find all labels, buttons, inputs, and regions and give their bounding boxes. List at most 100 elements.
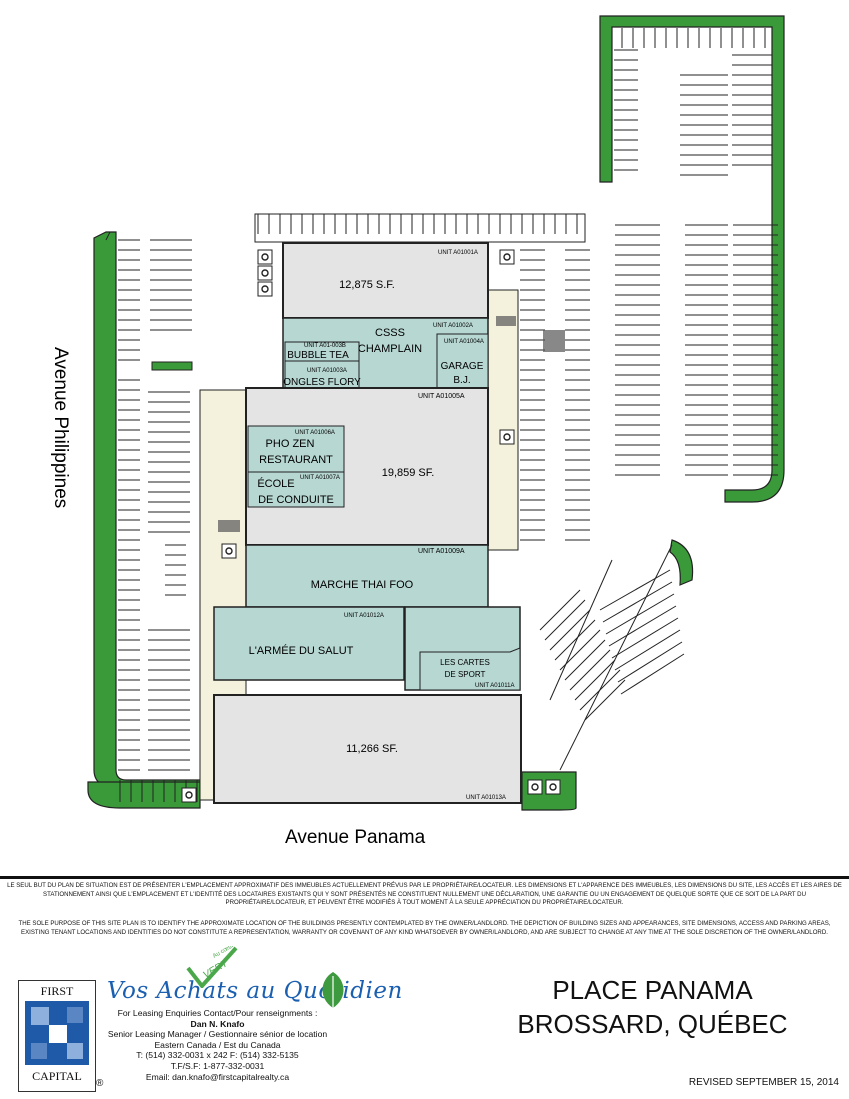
logo-text-bottom: CAPITAL: [32, 1069, 82, 1083]
parking-stalls: [105, 28, 778, 802]
parking-stall-line: [620, 653, 685, 695]
unit-area: 19,859 SF.: [382, 467, 435, 479]
leasing-contact: For Leasing Enquiries Contact/Pour rense…: [100, 1008, 335, 1082]
registered-mark: ®: [96, 1078, 104, 1089]
building-a01003a: [284, 360, 360, 389]
west-landscape-strip: [93, 231, 209, 791]
unit-id: UNIT A01003A: [307, 368, 347, 374]
unit-id: UNIT A01002A: [433, 323, 473, 329]
unit-id: UNIT A01009A: [418, 548, 465, 555]
parking-stall-line: [605, 593, 675, 635]
parking-stall-line: [602, 581, 673, 623]
building-a01007a: [247, 471, 345, 508]
building-a01006a: [247, 425, 345, 473]
wheelchair-icon: [549, 783, 557, 791]
parking-stall-line: [549, 559, 613, 701]
disclaimer-english: THE SOLE PURPOSE OF THIS SITE PLAN IS TO…: [18, 920, 831, 936]
contact-role: Senior Leasing Manager / Gestionnaire sé…: [107, 1029, 328, 1040]
east-landscape-strip: [669, 539, 694, 586]
contact-name: Dan N. Knafo: [190, 1018, 245, 1029]
brand-slogan: Vos Achats au Quotidien: [107, 978, 403, 1004]
contact-phone: T: (514) 332-0031 x 242 F: (514) 332-513…: [136, 1050, 299, 1061]
parking-stall-line: [608, 605, 677, 647]
wheelchair-icon: [503, 433, 511, 441]
property-name: PLACE PANAMA: [552, 975, 753, 1005]
accessible-parking-icon: [181, 787, 197, 803]
northeast-landscape-strip: [599, 15, 785, 503]
wheelchair-icon: [261, 269, 269, 277]
contact-region: Eastern Canada / Est du Canada: [154, 1039, 281, 1050]
parking-stall-line: [574, 659, 616, 701]
parking-stall-line: [549, 609, 591, 651]
contact-email[interactable]: Email: dan.knafo@firstcapitalrealty.ca: [145, 1071, 290, 1082]
site-plan-map: Avenue Philippines Avenue Panama UNIT A0…: [50, 15, 785, 848]
north-sidewalk: [254, 213, 586, 243]
unit-id: UNIT A01004A: [444, 339, 484, 345]
wheelchair-icon: [185, 791, 193, 799]
southwest-landscape-strip: [87, 781, 201, 809]
street-avenue-philippines: Avenue Philippines: [50, 347, 71, 508]
tenant-name: DE CONDUITE: [258, 494, 334, 506]
leaf-icon: [322, 972, 344, 1008]
parking-stall-line: [544, 599, 586, 641]
unit-id: UNIT A01006A: [295, 430, 335, 436]
tenant-name: CHAMPLAIN: [358, 343, 422, 355]
parking-stall-line: [554, 619, 596, 661]
unit-id: UNIT A01-003B: [304, 343, 346, 349]
island-landscape-strip: [151, 361, 193, 371]
accessible-parking-icon: [499, 249, 515, 265]
tenant-name: ÉCOLE: [257, 477, 294, 490]
tenant-name: ONGLES FLORY: [283, 377, 361, 388]
unit-labels: 12,875 S.F. CSSS CHAMPLAIN BUBBLE TEA ON…: [249, 279, 490, 755]
revised-date: REVISED SEPTEMBER 15, 2014: [688, 1077, 839, 1088]
parking-stall-line: [559, 544, 673, 771]
parking-stall-line: [617, 641, 683, 683]
unit-id: UNIT A01011A: [475, 683, 514, 689]
parking-stall-line: [539, 589, 581, 631]
unit-id: UNIT A01013A: [466, 795, 506, 801]
parking-stall-line: [584, 679, 626, 721]
tenant-name: RESTAURANT: [259, 454, 333, 466]
tenant-name: B.J.: [453, 375, 470, 386]
unit-area: 12,875 S.F.: [339, 279, 395, 291]
service-hatch: [218, 520, 240, 532]
logo-text-top: FIRST: [40, 984, 74, 998]
accessible-parking-icon: [499, 429, 515, 445]
accessible-parking-icon: [527, 779, 543, 795]
tenant-name: MARCHE THAI FOO: [311, 579, 414, 591]
building-a01004a: [436, 333, 489, 391]
parking-stall-line: [569, 649, 611, 691]
building-a01011a: [419, 647, 521, 691]
first-capital-logo: FIRST CAPITAL: [18, 980, 96, 1092]
parking-stall-line: [599, 569, 671, 611]
wheelchair-icon: [261, 253, 269, 261]
parking-stall-line: [564, 639, 606, 681]
property-location: BROSSARD, QUÉBEC: [517, 1009, 788, 1039]
service-hatch: [496, 316, 516, 326]
accessible-parking-icon: [257, 281, 273, 297]
wheelchair-icon: [503, 253, 511, 261]
parking-stall-line: [105, 231, 111, 241]
wheelchair-icon: [261, 285, 269, 293]
street-avenue-panama: Avenue Panama: [285, 827, 426, 848]
parking-stall-line: [611, 617, 679, 659]
building-a01013a: [213, 694, 522, 804]
unit-area: 11,266 SF.: [346, 743, 398, 755]
unit-id: UNIT A01001A: [438, 250, 478, 256]
footer-divider: [0, 876, 849, 879]
disclaimer-french: LE SEUL BUT DU PLAN DE SITUATION EST DE …: [7, 882, 842, 907]
contact-intro: For Leasing Enquiries Contact/Pour rense…: [117, 1008, 318, 1018]
vert-badge: Au cœur VERT: [186, 946, 238, 988]
accessible-parking-icon: [545, 779, 561, 795]
accessible-parking-icons: [181, 249, 561, 803]
contact-tollfree: T.F/S.F: 1-877-332-0031: [170, 1060, 265, 1071]
tenant-name: CSSS: [375, 327, 405, 339]
tenant-name: DE SPORT: [445, 670, 486, 679]
wheelchair-icon: [225, 547, 233, 555]
unit-id: UNIT A01007A: [300, 475, 340, 481]
tenant-name: L'ARMÉE DU SALUT: [249, 644, 354, 657]
unit-id: UNIT A01005A: [418, 393, 465, 400]
tenant-name: BUBBLE TEA: [287, 350, 349, 361]
building-a01012a: [213, 606, 405, 681]
service-hatch: [543, 330, 565, 352]
